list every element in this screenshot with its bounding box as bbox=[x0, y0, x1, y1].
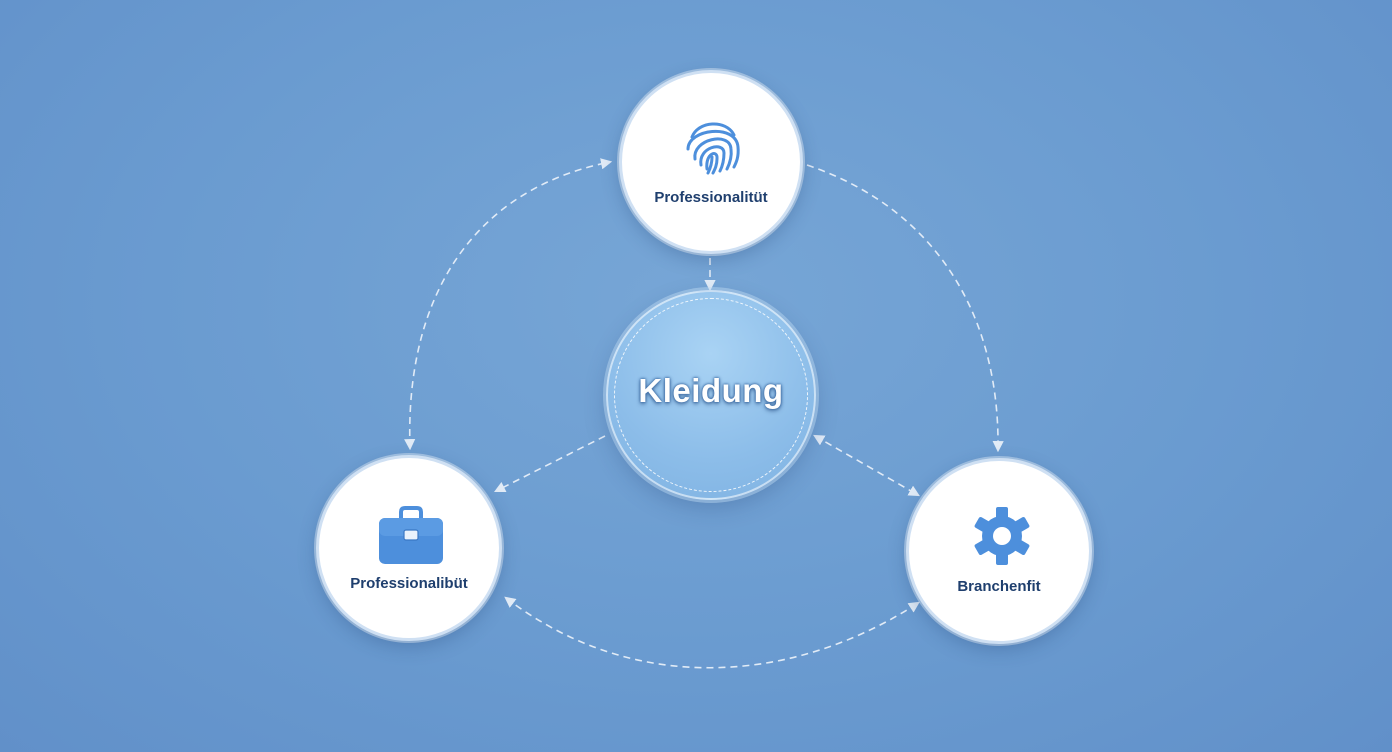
connector-center-to-left bbox=[494, 435, 606, 493]
connector-top-to-right bbox=[806, 164, 1004, 453]
node-professionalibut[interactable]: Professionalibüt bbox=[316, 455, 502, 641]
briefcase-icon bbox=[379, 506, 443, 564]
node-kleidung-center[interactable]: Kleidung bbox=[606, 290, 816, 500]
fingerprint-icon bbox=[686, 122, 740, 175]
node-branchenfit[interactable]: Branchenfit bbox=[906, 458, 1092, 644]
center-inner-ring bbox=[614, 298, 808, 492]
connector-center-to-right bbox=[813, 434, 920, 497]
connector-left-to-top bbox=[404, 158, 613, 451]
connector-left-to-right bbox=[504, 596, 920, 669]
gear-icon bbox=[974, 507, 1030, 565]
node-label-top: Professionalitüt bbox=[654, 189, 768, 206]
node-professionalitat[interactable]: Professionalitüt bbox=[619, 70, 803, 254]
center-label: Kleidung bbox=[638, 372, 784, 409]
node-label-left: Professionalibüt bbox=[350, 575, 468, 592]
node-label-right: Branchenfit bbox=[957, 578, 1041, 595]
